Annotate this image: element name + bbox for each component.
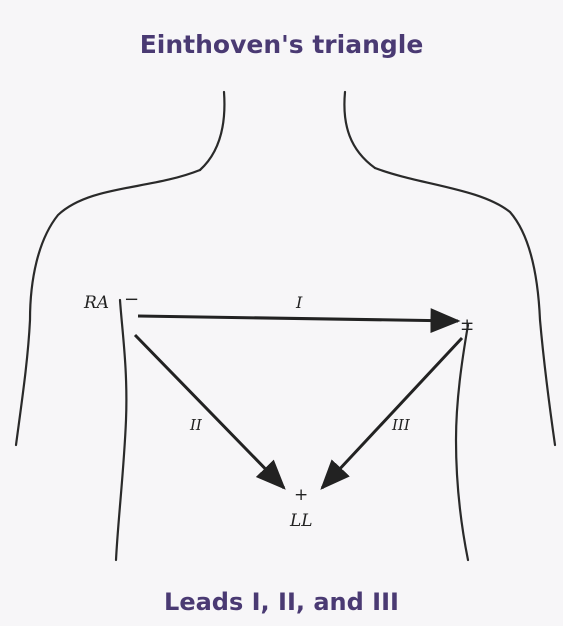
lead-i-arrow <box>138 316 458 321</box>
ll-polarity: + <box>294 485 308 505</box>
lead-iii-label: III <box>391 416 411 434</box>
torso-left-outline <box>116 300 126 560</box>
torso-right-outline <box>456 325 468 560</box>
lead-ii-label: II <box>189 416 203 434</box>
lead-ii-arrow <box>135 335 284 488</box>
neck-left-outline <box>200 92 224 170</box>
la-polarity: ± <box>460 315 474 335</box>
ra-polarity: − <box>124 289 139 310</box>
diagram-caption: Leads I, II, and III <box>0 588 563 616</box>
ra-label: RA <box>83 293 109 313</box>
lead-i-label: I <box>295 293 303 312</box>
neck-right-outline <box>344 92 375 168</box>
lead-iii-arrow <box>322 338 462 488</box>
ll-label: LL <box>289 511 313 531</box>
